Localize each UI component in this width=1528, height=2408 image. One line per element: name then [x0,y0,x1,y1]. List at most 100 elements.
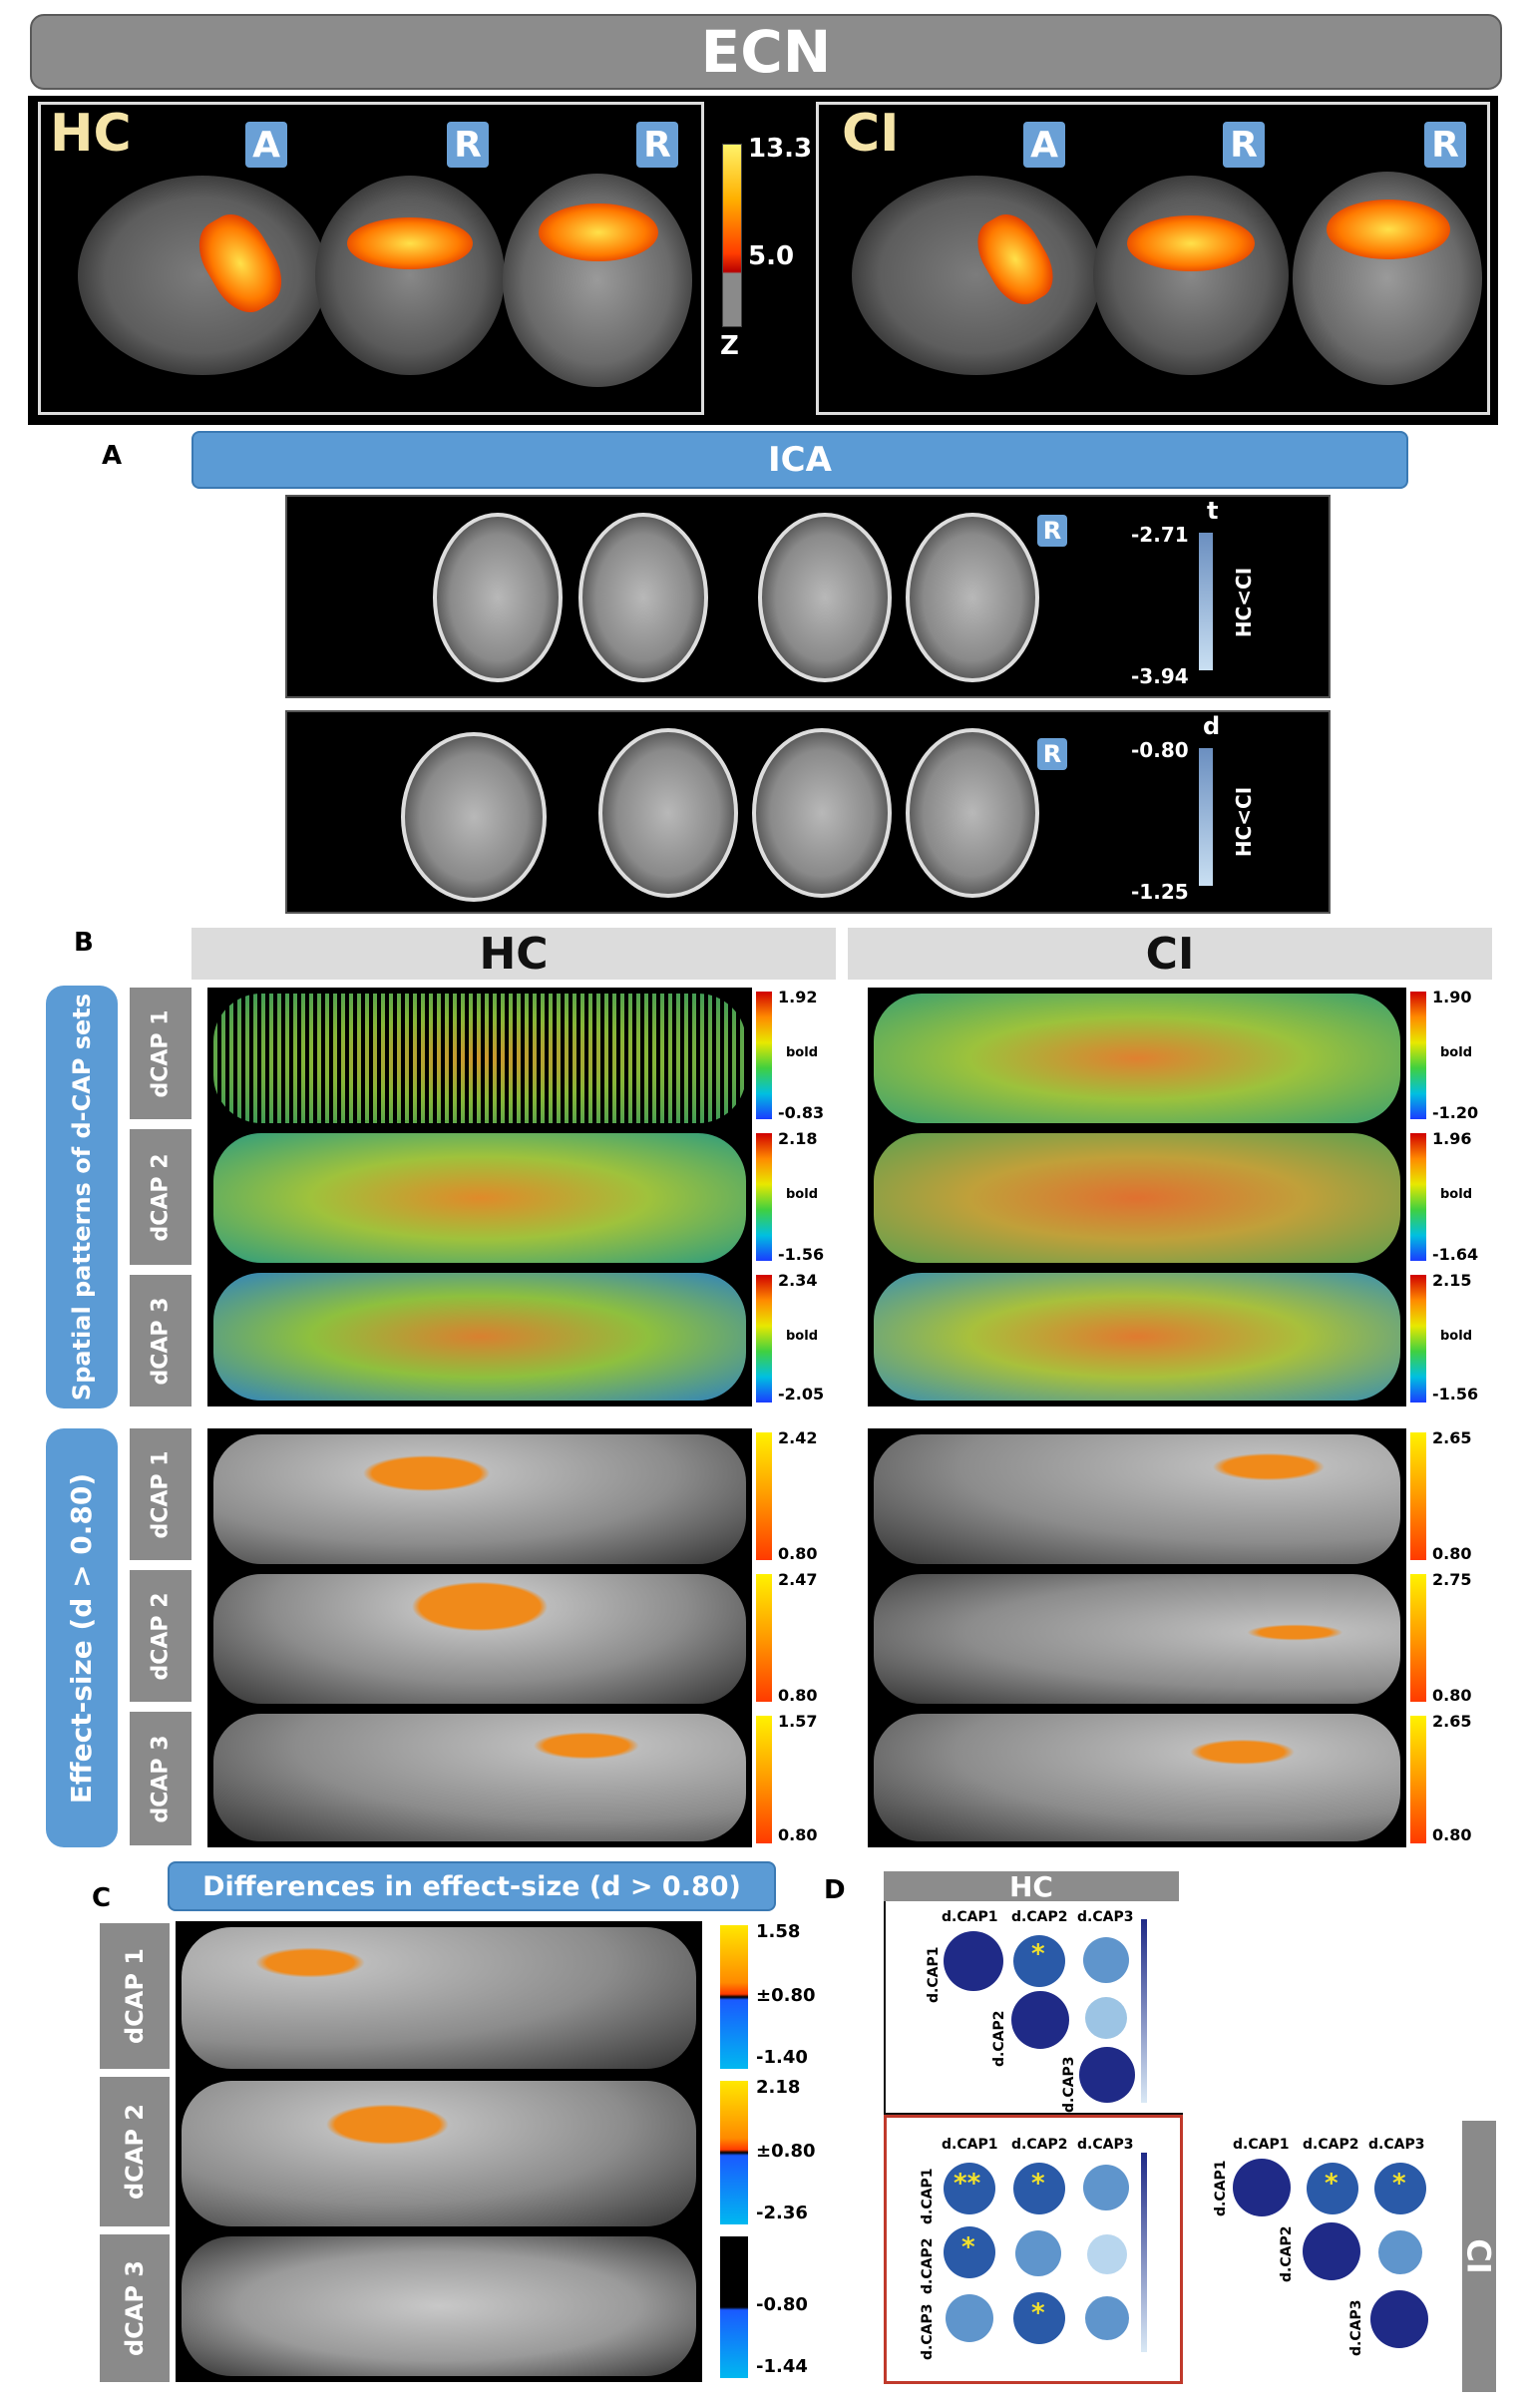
hc-spatial-colorbars: 1.92 bold -0.83 2.18 bold -1.56 2.34 bol… [752,988,836,1406]
hot-colorbar [1410,1716,1426,1843]
cb-max: 2.34 [778,1271,818,1290]
orient-tag-r: R [447,122,489,168]
corr-circle [944,2163,995,2214]
ica-d-top: -0.80 [1131,738,1189,762]
ecn-hc-frame [38,102,704,415]
jet-colorbar [1410,1133,1426,1261]
b-hc-header: HC [191,928,836,980]
side-label-spatial-text: Spatial patterns of d-CAP sets [68,993,96,1402]
cb-max: 2.65 [1432,1428,1472,1447]
ica-t-bottom: -3.94 [1131,664,1189,688]
ci-corr-matrix: d.CAP1 d.CAP2 d.CAP3 d.CAP1 d.CAP2 d.CAP… [1203,2135,1458,2370]
ci-spatial-panel [868,988,1406,1406]
ecn-hc-label: HC [50,104,132,164]
cb-min: -2.36 [756,2203,808,2223]
corr-circle [1233,2159,1291,2216]
cb-max: 1.96 [1432,1129,1472,1148]
diff-corr-matrix: d.CAP1 d.CAP2 d.CAP3 d.CAP1 d.CAP2 d.CAP… [898,2135,1157,2370]
ecn-colorbar [722,144,742,327]
ica-t-top: -2.71 [1131,523,1189,547]
significance-star: ** [954,2169,981,2199]
diverging-colorbar [720,2081,748,2224]
activation-blob [347,217,473,269]
d-hc-label: HC [1009,1869,1053,1903]
col-label: d.CAP1 [942,2137,998,2153]
cb-min: -2.05 [778,1385,825,1404]
brain-row [874,1273,1400,1401]
corr-colorbar [1141,2153,1147,2352]
corr-circle [1013,2163,1065,2214]
jet-colorbar [756,992,772,1119]
jet-colorbar [1410,1275,1426,1403]
brain-row [874,1574,1400,1704]
row-label-dcap2: dCAP 2 [100,2077,170,2226]
row-label: d.CAP3 [920,2303,936,2360]
ecn-title-bar: ECN [30,14,1502,90]
ecn-cb-max: 13.3 [748,134,813,164]
section-letter-a: A [102,441,123,471]
d-hc-header: HC [884,1869,1179,1903]
brain-row [213,1714,746,1841]
col-label: d.CAP1 [942,1909,998,1925]
brain-row [874,1434,1400,1564]
side-label-effect: Effect-size (d > 0.80) [46,1428,118,1847]
c-title: Differences in effect-size (d > 0.80) [202,1870,741,1902]
cb-min: -1.56 [778,1245,825,1264]
corr-circle [1011,1991,1069,2049]
cb-min: 0.80 [1432,1544,1472,1563]
row-label-dcap1: dCAP 1 [130,988,191,1119]
cb-mid: ±0.80 [756,2141,816,2162]
coronal-brain [315,176,505,375]
hot-colorbar [756,1574,772,1702]
hot-colorbar [1410,1432,1426,1560]
significance-star: * [1031,1939,1045,1969]
corr-circle [1085,2296,1129,2340]
brain-row [213,994,746,1123]
significance-star: * [961,2232,975,2262]
ica-t-panel: R t -2.71 -3.94 HC<CI [285,495,1331,698]
ica-d-contrast: HC<CI [1232,786,1257,858]
col-label: d.CAP3 [1368,2137,1425,2153]
orient-tag-a: A [245,122,287,168]
row-label: d.CAP3 [1348,2299,1364,2356]
corr-colorbar [1141,1919,1147,2103]
hc-effect-panel [207,1428,752,1847]
axial-brain [578,513,708,682]
sagittal-brain [852,176,1101,375]
d-hc-frame [884,2113,1183,2115]
jet-colorbar [1410,992,1426,1119]
brain-row [874,1133,1400,1263]
activation-blob [539,203,658,261]
axial-brain [758,513,892,682]
cb-min: -1.20 [1432,1103,1479,1122]
corr-circle [1370,2290,1428,2348]
corr-circle [1374,2163,1426,2214]
significance-star: * [1392,2169,1406,2199]
orient-tag-r: R [1424,122,1466,168]
hc-effect-colorbars: 2.42 0.80 2.47 0.80 1.57 0.80 [752,1428,836,1847]
col-label: d.CAP1 [1233,2137,1290,2153]
cb-mid: ±0.80 [756,1985,816,2006]
jet-colorbar [756,1275,772,1403]
ica-title-bar: ICA [191,431,1408,489]
cb-max: 2.65 [1432,1712,1472,1731]
hc-spatial-panel [207,988,752,1406]
diverging-colorbar [720,1925,748,2069]
ica-t-stat: t [1207,497,1219,525]
corr-circle [1083,1937,1129,1983]
col-label: d.CAP2 [1303,2137,1359,2153]
cb-mid: bold [1440,1045,1472,1060]
cb-max: 2.15 [1432,1271,1472,1290]
brain-row [874,1714,1400,1841]
section-letter-b: B [74,928,94,958]
ica-t-colorbar [1199,533,1213,670]
brain-row [182,2081,696,2226]
cb-min: -1.56 [1432,1385,1479,1404]
b-ci-label: CI [1145,928,1195,980]
row-label-dcap3: dCAP 3 [130,1712,191,1845]
col-label: d.CAP3 [1077,1909,1134,1925]
significance-star: * [1031,2169,1045,2199]
c-colorbars: 1.58 ±0.80 -1.40 2.18 ±0.80 -2.36 -0.80 … [714,1921,816,2382]
cb-max: 2.18 [756,2077,801,2098]
axial-brain [752,728,892,898]
